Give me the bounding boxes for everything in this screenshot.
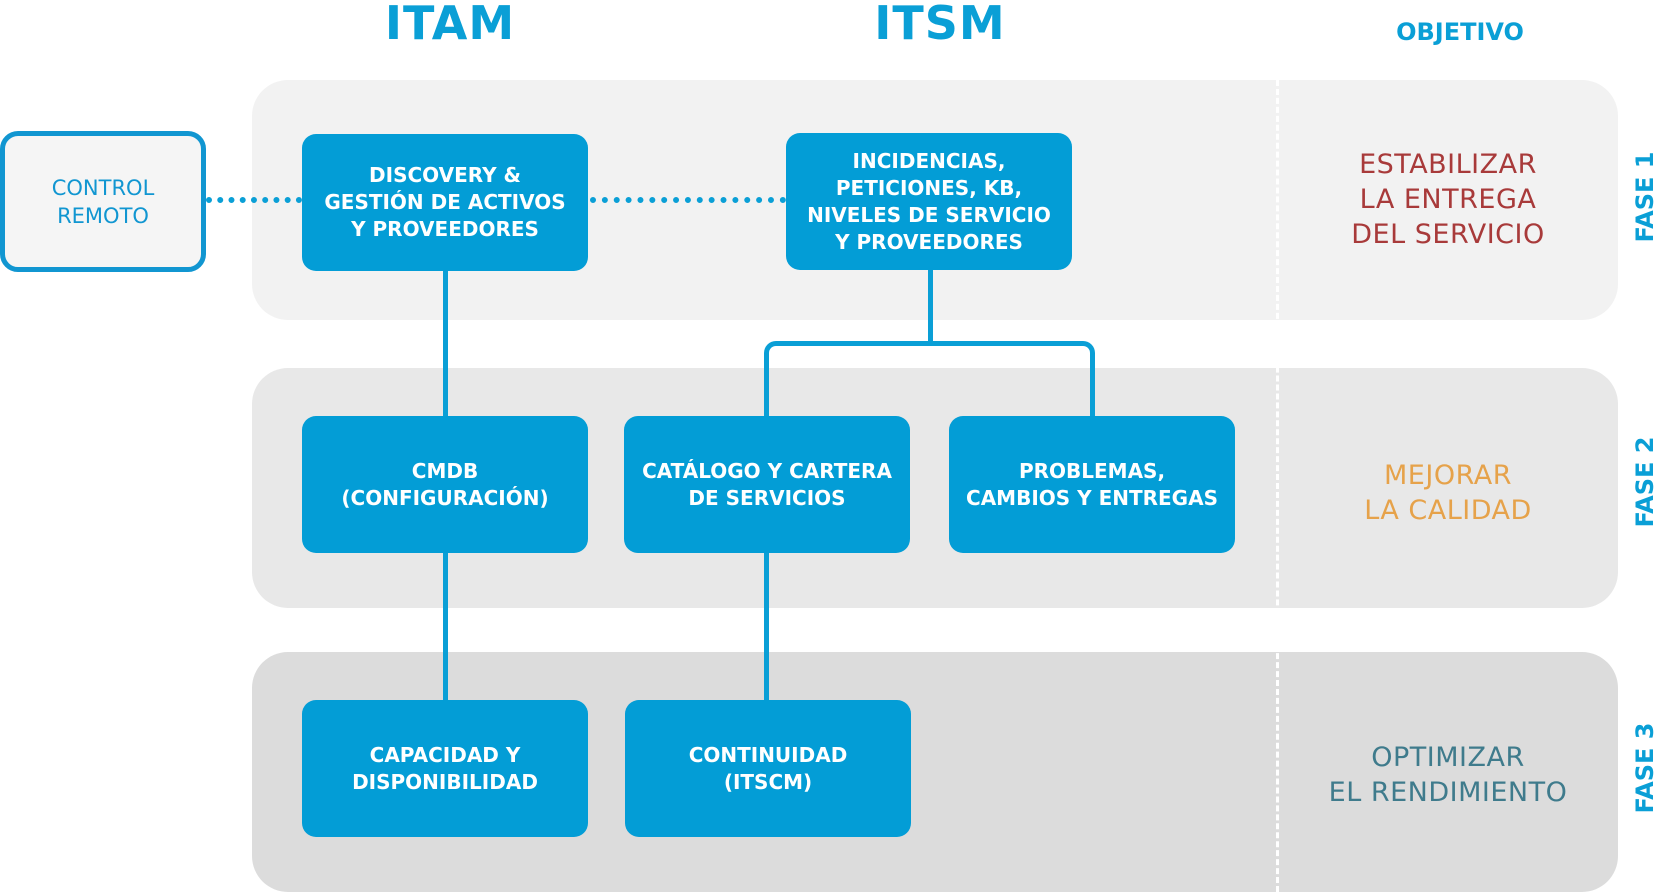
- objective-line: EL RENDIMIENTO: [1328, 777, 1568, 808]
- box-cmdb-line: CMDB: [411, 458, 479, 483]
- box-discovery: DISCOVERY & GESTIÓN DE ACTIVOS Y PROVEED…: [302, 134, 588, 271]
- objective-line: MEJORAR: [1384, 460, 1512, 491]
- box-capacity-line: CAPACIDAD Y: [369, 742, 521, 767]
- objective-phase-1: ESTABILIZAR LA ENTREGA DEL SERVICIO: [1290, 147, 1606, 252]
- objective-line: DEL SERVICIO: [1351, 219, 1545, 250]
- objective-phase-3: OPTIMIZAR EL RENDIMIENTO: [1290, 740, 1606, 810]
- connector-cmdb-capacity: [443, 552, 448, 700]
- box-problems-line: PROBLEMAS,: [1018, 458, 1166, 483]
- box-discovery-line: GESTIÓN DE ACTIVOS: [324, 190, 566, 214]
- box-problems-line: CAMBIOS Y ENTREGAS: [966, 485, 1218, 510]
- objective-line: LA CALIDAD: [1364, 495, 1532, 526]
- box-catalog: CATÁLOGO Y CARTERA DE SERVICIOS: [624, 416, 910, 553]
- objective-phase-2: MEJORAR LA CALIDAD: [1290, 458, 1606, 528]
- phase-label-1: FASE 1: [1631, 151, 1659, 243]
- remote-control-line: REMOTO: [57, 203, 149, 228]
- objective-line: ESTABILIZAR: [1359, 149, 1537, 180]
- connector-discovery-incidents: [590, 197, 786, 203]
- box-capacity-line: DISPONIBILIDAD: [352, 769, 538, 794]
- remote-control-line: CONTROL: [51, 175, 155, 200]
- box-continuity-line: (ITSCM): [723, 769, 813, 794]
- box-catalog-line: DE SERVICIOS: [688, 485, 846, 510]
- connector-catalog-continuity: [764, 552, 769, 700]
- objective-line: OPTIMIZAR: [1371, 742, 1525, 773]
- connector-remote-discovery: [206, 197, 302, 203]
- connector-branch-catalog-problems: [764, 341, 1095, 419]
- box-incidents-line: PETICIONES, KB,: [835, 175, 1023, 200]
- column-header-itam: ITAM: [384, 0, 516, 50]
- box-continuity: CONTINUIDAD (ITSCM): [625, 700, 911, 837]
- box-catalog-line: CATÁLOGO Y CARTERA: [642, 458, 892, 483]
- box-incidents: INCIDENCIAS, PETICIONES, KB, NIVELES DE …: [786, 133, 1072, 270]
- connector-incidents-branch: [928, 268, 933, 344]
- column-header-itsm: ITSM: [874, 0, 1006, 50]
- box-cmdb-line: (CONFIGURACIÓN): [341, 485, 549, 510]
- box-problems: PROBLEMAS, CAMBIOS Y ENTREGAS: [949, 416, 1235, 553]
- box-incidents-line: Y PROVEEDORES: [835, 229, 1023, 254]
- objective-line: LA ENTREGA: [1359, 184, 1537, 215]
- connector-discovery-cmdb: [443, 270, 448, 418]
- box-cmdb: CMDB (CONFIGURACIÓN): [302, 416, 588, 553]
- objective-divider: [1276, 80, 1279, 892]
- remote-control-box: CONTROL REMOTO: [0, 131, 206, 272]
- box-discovery-line: DISCOVERY &: [369, 163, 521, 187]
- column-header-objective: OBJETIVO: [1396, 18, 1524, 46]
- box-continuity-line: CONTINUIDAD: [688, 742, 848, 767]
- box-discovery-line: Y PROVEEDORES: [351, 217, 539, 241]
- box-capacity: CAPACIDAD Y DISPONIBILIDAD: [302, 700, 588, 837]
- phase-label-3: FASE 3: [1631, 722, 1659, 814]
- phase-label-2: FASE 2: [1631, 436, 1659, 528]
- box-incidents-line: INCIDENCIAS,: [852, 148, 1006, 173]
- box-incidents-line: NIVELES DE SERVICIO: [807, 202, 1051, 227]
